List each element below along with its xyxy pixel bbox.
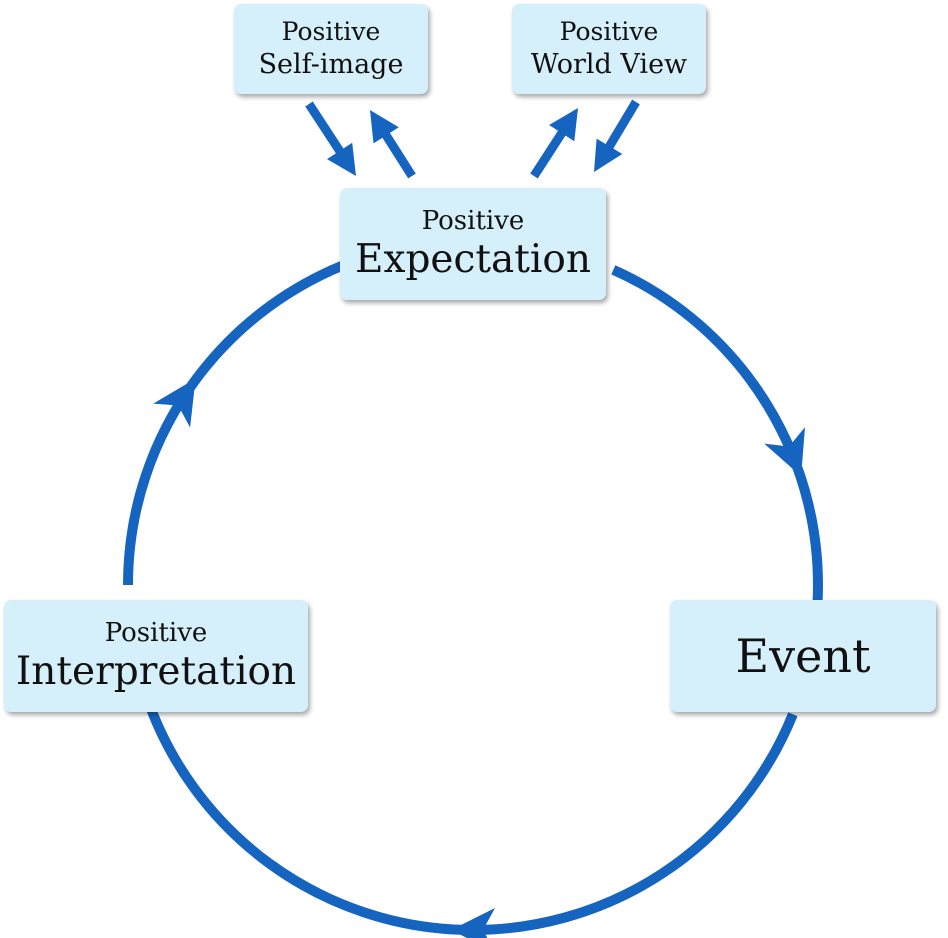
ring-arrowhead-toward-interpretation <box>451 908 495 938</box>
feedback-arrows <box>305 99 640 179</box>
cycle-arrowheads <box>153 378 805 938</box>
world-view-qualifier: Positive <box>559 17 659 46</box>
arrow-expectation-to-self-image <box>370 110 416 179</box>
ring-arrowhead-toward-event <box>764 427 805 477</box>
arrow-expectation-to-world-view <box>530 108 578 179</box>
positive-self-image-box: Positive Self-image <box>234 4 428 94</box>
expectation-label: Expectation <box>354 237 592 282</box>
cycle-ring <box>123 245 823 935</box>
world-view-label: World View <box>530 49 688 80</box>
arrow-self-image-to-expectation <box>305 101 356 176</box>
interpretation-label: Interpretation <box>15 649 297 694</box>
positive-interpretation-box: Positive Interpretation <box>4 600 308 712</box>
ring-arrowhead-toward-expectation <box>153 378 196 428</box>
ring-segment-event-to-interpretation <box>142 695 798 935</box>
event-box: Event <box>670 600 936 712</box>
ring-segment-interpretation-to-expectation <box>123 245 391 586</box>
self-image-qualifier: Positive <box>281 17 381 46</box>
self-image-label: Self-image <box>258 49 404 80</box>
arrow-world-view-to-expectation <box>594 99 640 172</box>
ring-segment-expectation-to-event <box>611 265 823 604</box>
positive-expectation-box: Positive Expectation <box>340 188 606 300</box>
interpretation-qualifier: Positive <box>104 618 208 648</box>
event-label: Event <box>735 629 871 683</box>
positive-world-view-box: Positive World View <box>512 4 706 94</box>
expectation-qualifier: Positive <box>421 206 525 236</box>
